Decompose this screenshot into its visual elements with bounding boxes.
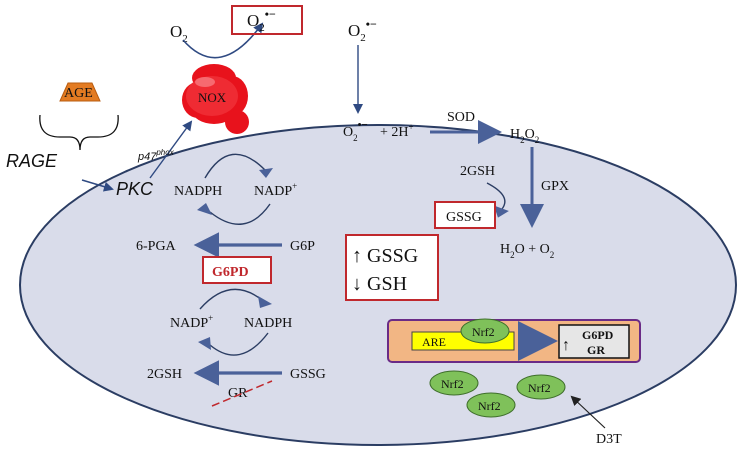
six-pga-label: 6-PGA bbox=[136, 239, 177, 254]
nadp-bottom-label: NADP+ bbox=[170, 313, 213, 331]
age-shape bbox=[59, 82, 101, 102]
gr-cycle-bottom-head bbox=[198, 337, 211, 350]
gssg-left-label: GSSG bbox=[290, 367, 326, 382]
summary-gssg-up: ↑ GSSG bbox=[352, 245, 418, 267]
two-gsh-left-label: 2GSH bbox=[147, 367, 182, 382]
nrf2-cytosol-2 bbox=[516, 374, 566, 400]
h2o-o2-label: H2O + O2 bbox=[500, 242, 554, 260]
nrf2-bound bbox=[460, 318, 510, 344]
nadph-cycle-top-head bbox=[259, 168, 273, 178]
rage-to-pkc-arrow bbox=[81, 179, 114, 192]
nadph-cycle-bottom-arc bbox=[209, 203, 271, 225]
two-gsh-right-label: 2GSH bbox=[460, 164, 495, 179]
rage-receptor bbox=[39, 114, 119, 151]
h2o2-label: H2O2 bbox=[510, 127, 539, 145]
o2-left-label: O2 bbox=[170, 22, 188, 45]
target-genes-box bbox=[558, 324, 630, 359]
pkc-label: PKC bbox=[116, 179, 154, 199]
nadph-cycle-top-arc bbox=[204, 153, 266, 179]
nadp-top-label: NADP+ bbox=[254, 181, 297, 199]
superoxide-inner-label: O2•− bbox=[343, 119, 368, 143]
nadph-bottom-label: NADPH bbox=[244, 316, 292, 331]
gr-inhibited-slash bbox=[211, 380, 273, 407]
gr-label: GR bbox=[228, 386, 248, 401]
nrf2-cytosol-2-label: Nrf2 bbox=[528, 381, 551, 395]
nrf2-cytosol-1-label: Nrf2 bbox=[441, 377, 464, 391]
summary-gsh-down: ↓ GSH bbox=[352, 273, 407, 295]
nadph-cycle-bottom-head bbox=[197, 203, 212, 215]
pkc-to-nox-arrow bbox=[149, 120, 193, 179]
nox-enzyme: NOX bbox=[182, 64, 249, 134]
gsh-to-gssg-head bbox=[493, 205, 509, 218]
d3t-label: D3T bbox=[596, 432, 622, 447]
rage-label: RAGE bbox=[6, 151, 58, 171]
gsh-to-gssg-arc bbox=[486, 182, 506, 210]
p47phox-label: p47phox bbox=[137, 148, 175, 163]
target-up-arrow: ↑ bbox=[562, 337, 570, 354]
superoxide-box-label: O2•− bbox=[247, 7, 276, 34]
g6p-label: G6P bbox=[290, 239, 315, 254]
sod-label: SOD bbox=[447, 110, 475, 125]
glutathione-summary-box bbox=[345, 234, 439, 301]
nrf2-cytosol-3 bbox=[466, 392, 516, 418]
gpx-label: GPX bbox=[541, 179, 569, 194]
nrf2-cytosol-3-label: Nrf2 bbox=[478, 399, 501, 413]
superoxide-top-label: O2•− bbox=[348, 17, 377, 44]
g6pd-label: G6PD bbox=[212, 265, 249, 280]
gr-cycle-bottom-arc bbox=[209, 332, 269, 356]
age-label: AGE bbox=[64, 86, 93, 101]
superoxide-box bbox=[231, 5, 303, 35]
nox-label: NOX bbox=[198, 90, 227, 105]
target-gr-label: GR bbox=[587, 343, 605, 357]
target-g6pd-label: G6PD bbox=[582, 328, 614, 342]
gssg-box-label: GSSG bbox=[446, 210, 482, 225]
nox-reaction-arrow bbox=[182, 22, 264, 59]
plus-2h-label: + 2H+ bbox=[380, 122, 414, 140]
gr-cycle-top-head bbox=[258, 296, 272, 308]
d3t-arrow bbox=[570, 395, 606, 429]
are-label: ARE bbox=[422, 335, 446, 349]
gssg-box bbox=[434, 201, 496, 229]
nrf2-bound-label: Nrf2 bbox=[472, 325, 495, 339]
nrf2-cytosol-1 bbox=[429, 370, 479, 396]
g6pd-box bbox=[202, 256, 272, 284]
nadph-top-label: NADPH bbox=[174, 184, 222, 199]
gr-cycle-top-arc bbox=[199, 288, 263, 310]
